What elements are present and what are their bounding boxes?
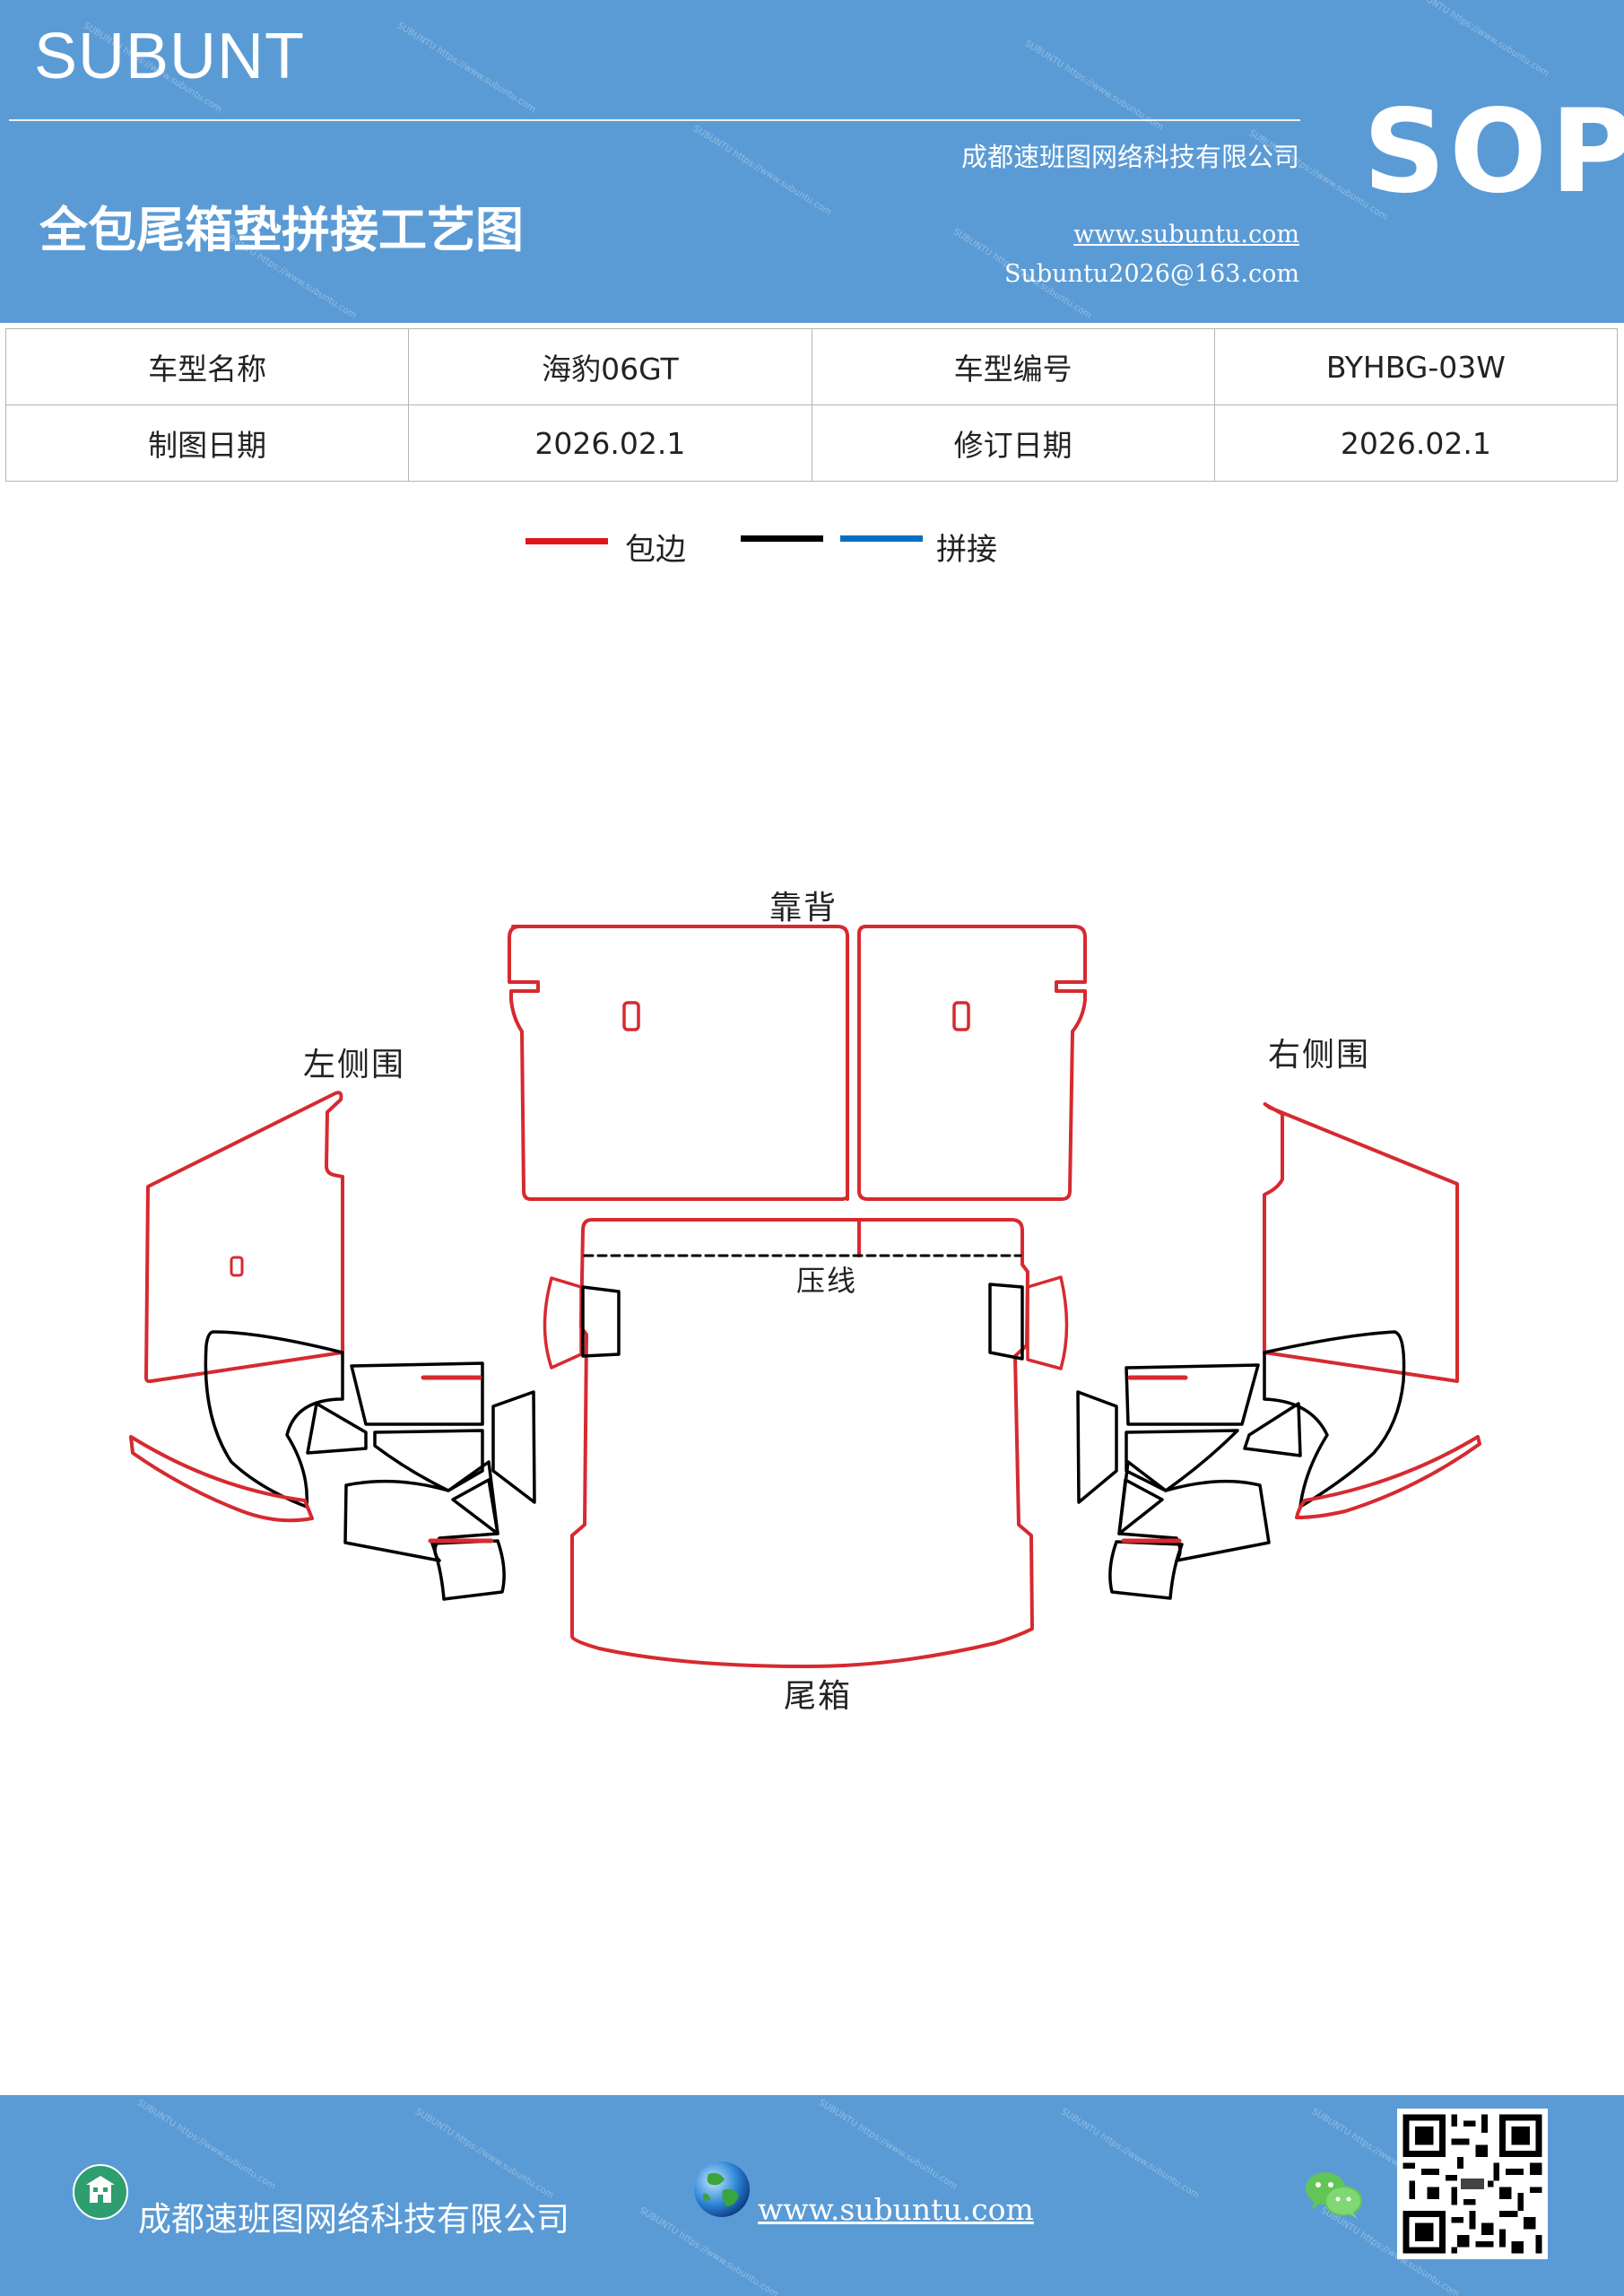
qr-code[interactable] [1397, 2109, 1548, 2259]
header-banner: SUBUNTU https://www.subuntu.com SUBUNTU … [0, 0, 1624, 323]
draw-date-value: 2026.02.1 [408, 404, 812, 482]
right-piece-d [1076, 1390, 1118, 1504]
left-side-panel [144, 1091, 344, 1384]
footer-banner: SUBUNTU https://www.subuntu.com SUBUNTU … [0, 2095, 1624, 2296]
left-side-slot [230, 1256, 244, 1277]
right-piece-e [1117, 1460, 1271, 1562]
backrest-label: 靠背 [769, 890, 838, 926]
right-side-panel [1263, 1102, 1459, 1383]
backrest-right-panel [857, 925, 1087, 1201]
header-company: 成都速班图网络科技有限公司 [960, 142, 1299, 172]
globe-icon [694, 2161, 750, 2217]
right-piece-a [1125, 1363, 1260, 1426]
left-side-label: 左侧围 [303, 1047, 406, 1083]
left-piece-f [430, 1539, 506, 1601]
header-website-link[interactable]: www.subuntu.com [1073, 221, 1299, 248]
left-piece-b [306, 1402, 368, 1455]
revise-date-label: 修订日期 [811, 404, 1215, 482]
legend-splice-label: 拼接 [936, 532, 997, 568]
wechat-icon[interactable] [1302, 2167, 1365, 2221]
right-piece-f [1108, 1540, 1184, 1600]
trunk-main-panel [570, 1218, 1034, 1668]
legend: 包边 拼接 [0, 525, 1624, 578]
footer-company: 成都速班图网络科技有限公司 [138, 2200, 569, 2239]
left-side-strip [129, 1435, 314, 1523]
pattern-drawing [129, 925, 1481, 1668]
backrest-right-slot [952, 1001, 970, 1031]
page-title: 全包尾箱垫拼接工艺图 [39, 201, 524, 258]
model-code-value: BYHBG-03W [1213, 328, 1619, 405]
draw-date-label: 制图日期 [4, 404, 410, 482]
legend-black-line [741, 535, 823, 542]
legend-splice-line [840, 535, 923, 542]
backrest-left-slot [622, 1001, 640, 1031]
right-side-label: 右侧围 [1268, 1037, 1371, 1074]
right-side-inner-piece [1263, 1330, 1406, 1509]
table-row: 车型名称 海豹06GT 车型编号 BYHBG-03W [4, 328, 1619, 405]
building-icon [73, 2164, 128, 2220]
trunk-left-flap-inner [581, 1285, 621, 1358]
trunk-right-flap-inner [988, 1283, 1024, 1361]
revise-date-value: 2026.02.1 [1213, 404, 1619, 482]
right-side-strip [1295, 1435, 1481, 1519]
right-piece-g [1117, 1478, 1164, 1535]
legend-edge-label: 包边 [625, 532, 686, 568]
legend-edge-line [525, 538, 608, 544]
left-side-inner-piece [204, 1330, 344, 1509]
info-table: 车型名称 海豹06GT 车型编号 BYHBG-03W 制图日期 2026.02.… [4, 328, 1619, 482]
sop-badge: SOP [1363, 85, 1624, 219]
backrest-left-panel [508, 925, 849, 1201]
left-piece-a [350, 1361, 484, 1426]
left-piece-d [491, 1390, 536, 1504]
mat-diagram: 靠背 左侧围 右侧围 压线 尾箱 [0, 843, 1624, 1740]
right-piece-b [1243, 1402, 1302, 1457]
model-name-label: 车型名称 [4, 328, 410, 405]
left-piece-g [451, 1478, 499, 1535]
table-row: 制图日期 2026.02.1 修订日期 2026.02.1 [4, 404, 1619, 482]
brand-name: SUBUNT [34, 21, 306, 92]
trunk-right-flap-outer [1026, 1275, 1069, 1370]
model-name-value: 海豹06GT [408, 328, 812, 405]
header-email[interactable]: Subuntu2026@163.com [1004, 260, 1299, 288]
crease-label: 压线 [796, 1264, 858, 1298]
trunk-left-flap-outer [543, 1276, 583, 1370]
footer-website-link[interactable]: www.subuntu.com [758, 2192, 1034, 2227]
header-divider [9, 119, 1300, 121]
model-code-label: 车型编号 [811, 328, 1215, 405]
trunk-label: 尾箱 [784, 1678, 853, 1715]
